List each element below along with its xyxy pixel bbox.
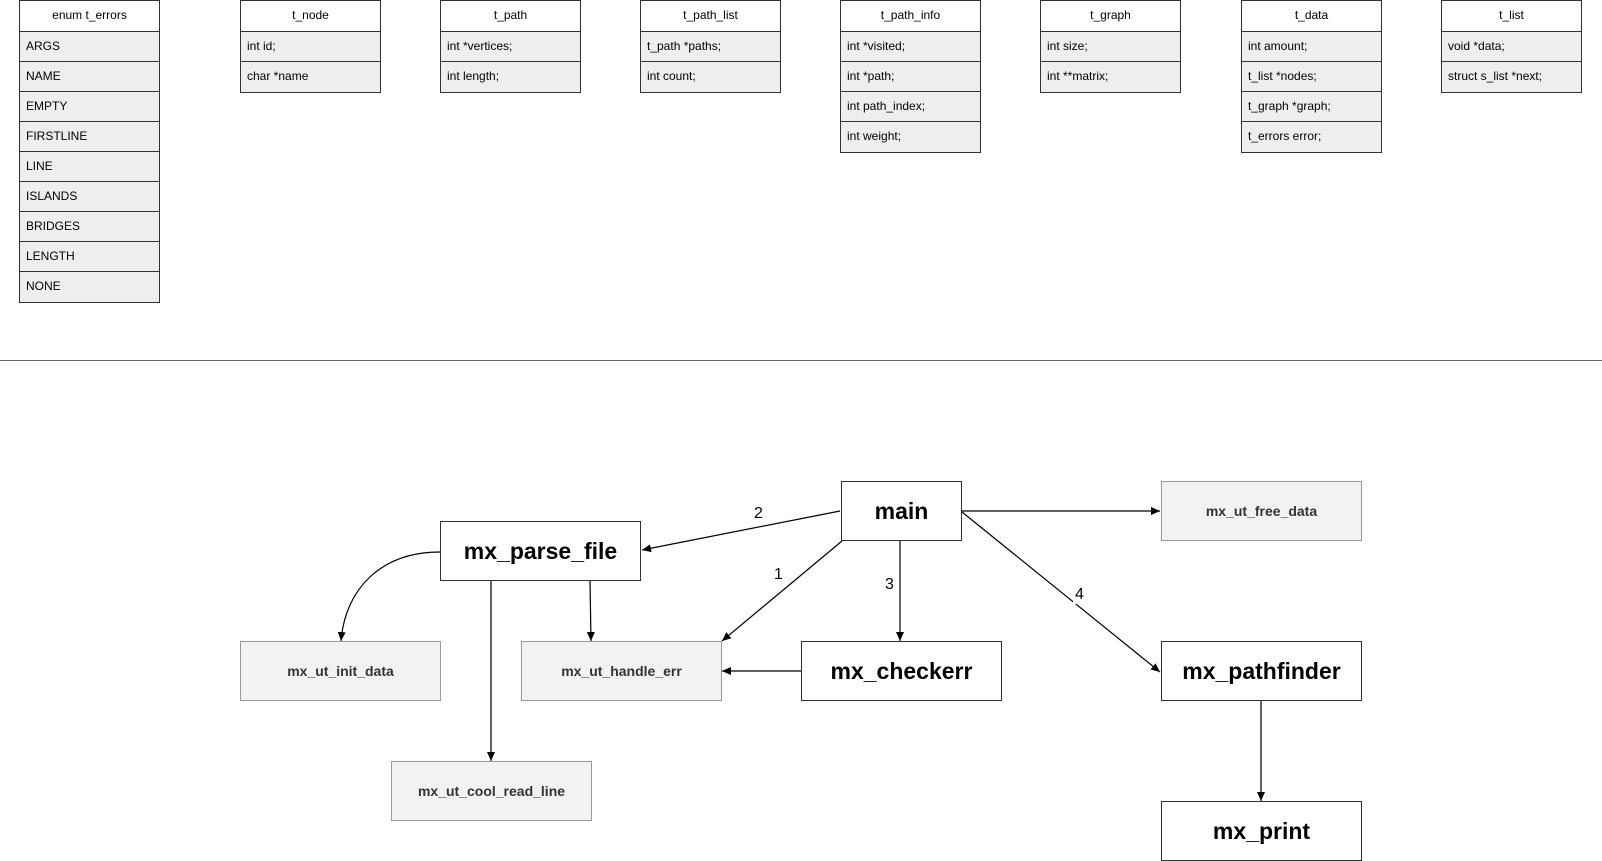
node-mx-parse-file: mx_parse_file: [440, 521, 641, 581]
struct-field: NONE: [20, 272, 159, 302]
struct-field: int *visited;: [841, 32, 980, 62]
edge-main-to-pathfinder: [961, 511, 1161, 673]
struct-field: struct s_list *next;: [1442, 62, 1581, 92]
struct-t-list: t_list void *data;struct s_list *next;: [1441, 0, 1582, 93]
struct-field: ISLANDS: [20, 182, 159, 212]
struct-header: t_path_list: [641, 1, 780, 32]
struct-fields: int id;char *name: [241, 32, 380, 92]
struct-field: t_path *paths;: [641, 32, 780, 62]
struct-field: int **matrix;: [1041, 62, 1180, 92]
struct-field: t_errors error;: [1242, 122, 1381, 152]
struct-header: t_node: [241, 1, 380, 32]
struct-field: BRIDGES: [20, 212, 159, 242]
struct-fields: int *vertices;int length;: [441, 32, 580, 92]
struct-header: t_list: [1442, 1, 1581, 32]
struct-header: t_path_info: [841, 1, 980, 32]
struct-t-data: t_data int amount;t_list *nodes;t_graph …: [1241, 0, 1382, 153]
node-mx-ut-cool-read-line: mx_ut_cool_read_line: [391, 761, 592, 821]
section-divider: [0, 360, 1602, 361]
struct-fields: void *data;struct s_list *next;: [1442, 32, 1581, 92]
struct-header: enum t_errors: [20, 1, 159, 32]
edge-main-to-parse-file: [641, 510, 841, 553]
edge-label-main-parse: 2: [752, 505, 765, 523]
struct-fields: int amount;t_list *nodes;t_graph *graph;…: [1242, 32, 1381, 152]
node-mx-ut-free-data: mx_ut_free_data: [1161, 481, 1362, 541]
struct-field: int amount;: [1242, 32, 1381, 62]
struct-field: int weight;: [841, 122, 980, 152]
node-main: main: [841, 481, 962, 541]
struct-field: int length;: [441, 62, 580, 92]
node-mx-pathfinder: mx_pathfinder: [1161, 641, 1362, 701]
struct-t-path: t_path int *vertices;int length;: [440, 0, 581, 93]
edge-parse-to-init-data: [337, 551, 441, 642]
struct-header: t_data: [1242, 1, 1381, 32]
struct-field: ARGS: [20, 32, 159, 62]
struct-t-path-list: t_path_list t_path *paths;int count;: [640, 0, 781, 93]
struct-t-graph: t_graph int size;int **matrix;: [1040, 0, 1181, 93]
node-mx-print: mx_print: [1161, 801, 1362, 861]
struct-field: EMPTY: [20, 92, 159, 122]
struct-field: int *vertices;: [441, 32, 580, 62]
struct-field: char *name: [241, 62, 380, 92]
edge-main-to-handle-err: [721, 540, 843, 642]
struct-header: t_graph: [1041, 1, 1180, 32]
edge-label-main-checkerr: 3: [883, 576, 896, 594]
struct-field: int count;: [641, 62, 780, 92]
struct-fields: int size;int **matrix;: [1041, 32, 1180, 92]
struct-fields: t_path *paths;int count;: [641, 32, 780, 92]
struct-field: LENGTH: [20, 242, 159, 272]
struct-t-node: t_node int id;char *name: [240, 0, 381, 93]
struct-fields: int *visited;int *path;int path_index;in…: [841, 32, 980, 152]
edge-parse-to-handle-err: [586, 580, 595, 642]
edge-label-main-handle: 1: [772, 566, 785, 584]
struct-field: LINE: [20, 152, 159, 182]
node-mx-ut-handle-err: mx_ut_handle_err: [521, 641, 722, 701]
struct-field: t_graph *graph;: [1242, 92, 1381, 122]
edge-label-main-pathfinder: 4: [1073, 586, 1086, 604]
struct-header: t_path: [441, 1, 580, 32]
struct-field: int id;: [241, 32, 380, 62]
struct-field: NAME: [20, 62, 159, 92]
node-mx-checkerr: mx_checkerr: [801, 641, 1002, 701]
struct-field: t_list *nodes;: [1242, 62, 1381, 92]
struct-t-path-info: t_path_info int *visited;int *path;int p…: [840, 0, 981, 153]
node-mx-ut-init-data: mx_ut_init_data: [240, 641, 441, 701]
struct-field: FIRSTLINE: [20, 122, 159, 152]
struct-field: void *data;: [1442, 32, 1581, 62]
struct-field: int size;: [1041, 32, 1180, 62]
struct-field: int *path;: [841, 62, 980, 92]
struct-field: int path_index;: [841, 92, 980, 122]
